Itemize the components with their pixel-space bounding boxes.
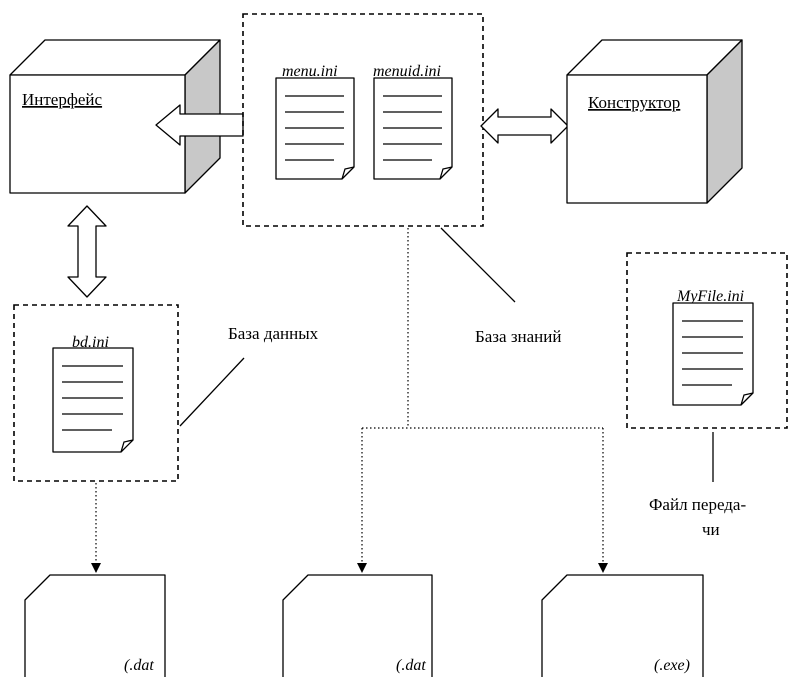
myfile-ini-document: MyFile.ini bbox=[672, 288, 754, 406]
transfer-file-label-line2: чи bbox=[702, 520, 720, 539]
menu-ini-document: menu.ini bbox=[275, 63, 355, 180]
knowledge-base-box bbox=[242, 13, 484, 227]
interface-cube: Интерфейс bbox=[9, 39, 221, 194]
dat-file-1-extension: (.dat bbox=[124, 657, 154, 674]
dat-file-2: (.dat bbox=[282, 574, 433, 677]
constructor-label: Конструктор bbox=[588, 93, 680, 112]
interface-label: Интерфейс bbox=[22, 90, 103, 109]
bd-ini-label: bd.ini bbox=[72, 334, 109, 351]
knowledge-base-callout-line bbox=[440, 227, 516, 303]
constructor-cube: Конструктор bbox=[566, 39, 743, 204]
interface-database-double-arrow bbox=[67, 205, 107, 298]
database-label: База данных bbox=[228, 324, 319, 343]
dat-file-2-extension: (.dat bbox=[396, 657, 426, 674]
database-box bbox=[13, 304, 179, 482]
menu-ini-label: menu.ini bbox=[282, 63, 338, 80]
kb-constructor-double-arrow bbox=[480, 108, 569, 144]
exe-file: (.exe) bbox=[541, 574, 704, 677]
menuid-ini-label: menuid.ini bbox=[373, 63, 441, 80]
exe-file-extension: (.exe) bbox=[654, 657, 690, 674]
transfer-file-box bbox=[626, 252, 788, 429]
database-callout-line bbox=[179, 357, 245, 427]
myfile-ini-label: MyFile.ini bbox=[676, 288, 744, 305]
menuid-ini-document: menuid.ini bbox=[373, 63, 453, 180]
knowledge-base-label: База знаний bbox=[475, 327, 561, 346]
transfer-file-label-line1: Файл переда- bbox=[649, 495, 746, 514]
bd-ini-document: bd.ini bbox=[52, 334, 134, 453]
dat-file-1: (.dat bbox=[24, 574, 166, 677]
